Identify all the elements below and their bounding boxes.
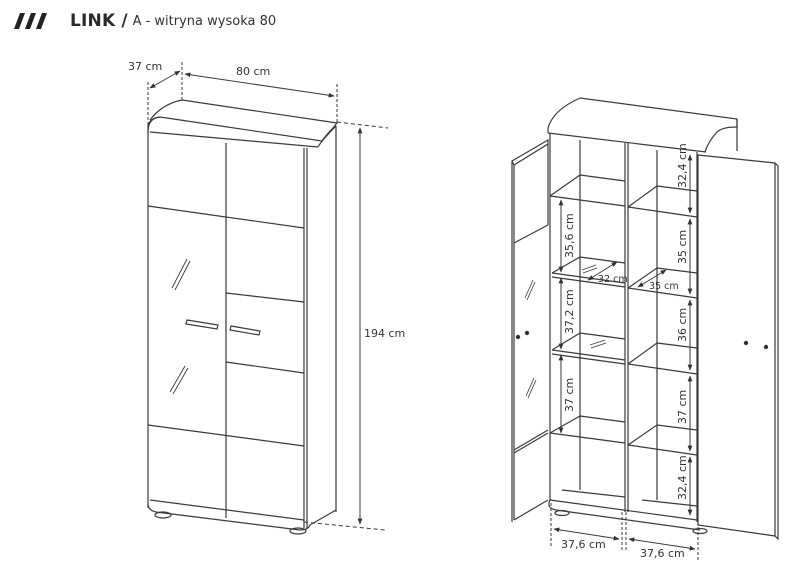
left-shelf-depth-label: 32 cm (598, 274, 628, 285)
left-shelf-height-3: 37 cm (563, 378, 576, 412)
right-shelf-height-5: 32,4 cm (676, 455, 689, 500)
depth-dimension-label: 37 cm (128, 60, 162, 73)
page-header: LINK / A - witryna wysoka 80 (14, 8, 276, 34)
height-dimension-label: 194 cm (364, 327, 405, 340)
right-shelf-height-4: 37 cm (676, 390, 689, 424)
left-column-width-label: 37,6 cm (561, 538, 606, 551)
open-view-labels: 35,6 cm 37,2 cm 37 cm 32,4 cm 35 cm 36 c… (561, 143, 689, 560)
right-shelf-depth-label: 35 cm (649, 281, 679, 292)
right-shelf-height-3: 36 cm (676, 308, 689, 342)
left-shelf-height-1: 35,6 cm (563, 213, 576, 258)
brand-name: LINK (70, 11, 116, 31)
front-view-cabinet (147, 99, 339, 535)
open-view-cabinet (511, 97, 779, 541)
left-shelf-height-2: 37,2 cm (563, 289, 576, 334)
triple-slash-logo-icon (14, 13, 47, 29)
right-column-width-label: 37,6 cm (640, 547, 685, 560)
right-shelf-height-1: 32,4 cm (676, 143, 689, 188)
right-shelf-height-2: 35 cm (676, 230, 689, 264)
product-subtitle: A - witryna wysoka 80 (132, 13, 277, 29)
open-view-dimensions (550, 154, 699, 560)
title-separator: / (121, 11, 128, 31)
front-view-dimensions (147, 62, 389, 531)
width-dimension-label: 80 cm (236, 65, 270, 78)
